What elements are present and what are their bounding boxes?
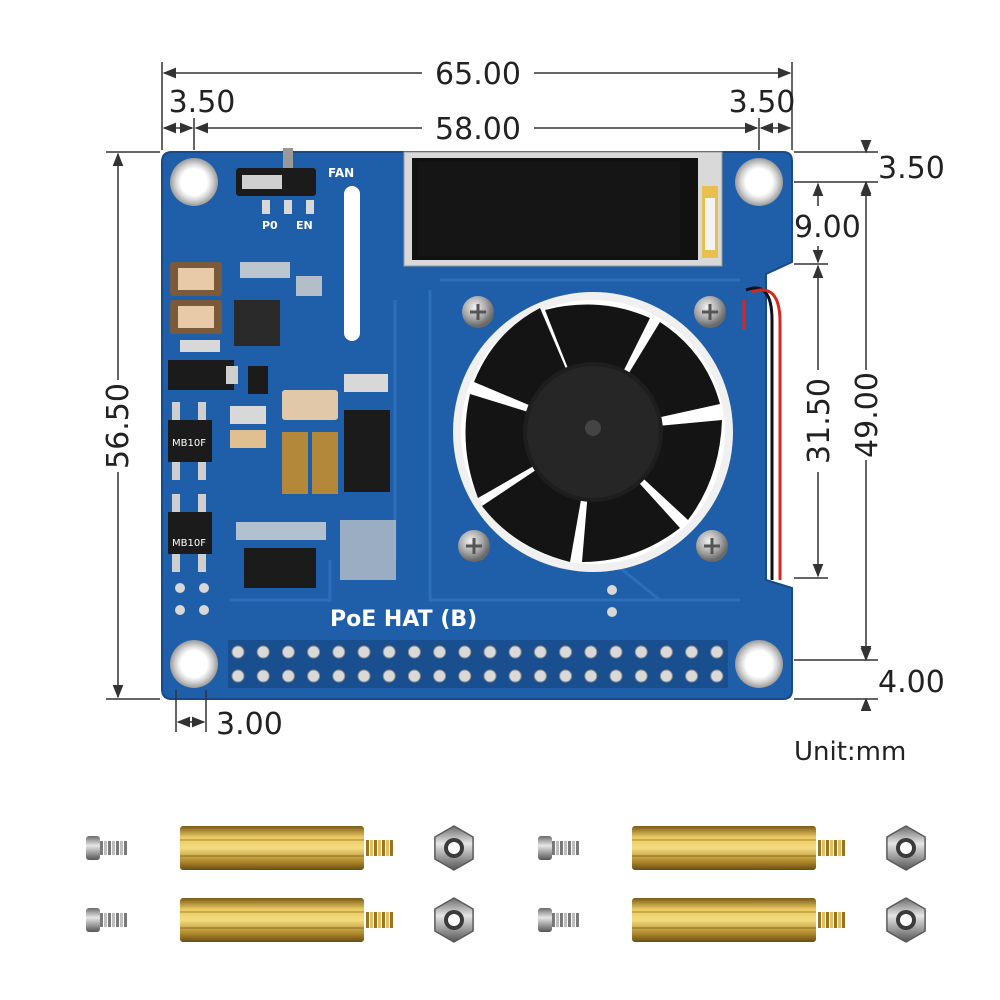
- gpio-pin: [357, 645, 371, 659]
- gpio-pin: [659, 645, 673, 659]
- dim-fan-cutout-height: 31.50: [802, 378, 837, 464]
- board-name: PoE HAT (B): [330, 607, 477, 632]
- bridge-rectifier-2: [168, 494, 212, 572]
- brass-standoff-icon: [632, 898, 845, 942]
- gpio-pin: [281, 669, 295, 683]
- gpio-pin: [609, 645, 623, 659]
- fan-screw-icon: [458, 296, 728, 562]
- gpio-pin: [307, 645, 321, 659]
- bridge-rectifier-1: [168, 402, 212, 480]
- gpio-pin: [433, 669, 447, 683]
- gpio-pin: [508, 669, 522, 683]
- dim-hole-spacing-height: 49.00: [850, 372, 885, 458]
- pin-label-en: EN: [296, 219, 313, 232]
- gpio-pin: [332, 645, 346, 659]
- gpio-pin: [357, 669, 371, 683]
- chip-label-1: MB10F: [172, 438, 206, 449]
- chip-label-2: MB10F: [172, 538, 206, 549]
- screw-icon: [538, 836, 579, 860]
- hex-nut-icon: [886, 825, 926, 871]
- gpio-pin: [533, 645, 547, 659]
- board-slot: [344, 186, 360, 341]
- gpio-pin: [281, 645, 295, 659]
- dim-hole-inset-left: 3.50: [169, 85, 236, 120]
- gpio-pin: [710, 669, 724, 683]
- gpio-pin: [483, 669, 497, 683]
- dim-oled-height: 9.00: [794, 210, 861, 245]
- mounting-hole-bottom-right: [735, 640, 783, 688]
- dim-overall-height: 56.50: [101, 383, 136, 469]
- hex-nut-icon: [434, 897, 474, 943]
- brass-standoff-icon: [632, 826, 845, 870]
- switch-label: FAN: [328, 166, 354, 180]
- dimension-lines: [106, 62, 878, 732]
- gpio-pin: [533, 669, 547, 683]
- gpio-pin: [584, 669, 598, 683]
- mounting-hole-top-right: [735, 158, 783, 206]
- brass-standoff-icon: [180, 898, 393, 942]
- gpio-pin: [559, 645, 573, 659]
- gpio-header: [228, 640, 728, 688]
- dim-hole-inset-bottom: 4.00: [878, 665, 945, 700]
- gpio-pin: [710, 645, 724, 659]
- screw-icon: [86, 836, 127, 860]
- hex-nut-icon: [886, 897, 926, 943]
- dim-hole-inset-right: 3.50: [729, 85, 796, 120]
- dim-overall-width: 65.00: [435, 57, 521, 92]
- oled-display: [403, 151, 723, 267]
- screw-icon: [538, 908, 579, 932]
- cooling-fan: [453, 292, 733, 572]
- gpio-pin: [382, 669, 396, 683]
- gpio-pin: [508, 645, 522, 659]
- gpio-pin: [458, 645, 472, 659]
- gpio-pin: [659, 669, 673, 683]
- left-components: [168, 262, 617, 617]
- gpio-pin: [407, 669, 421, 683]
- gpio-pin: [634, 669, 648, 683]
- gpio-pin: [256, 669, 270, 683]
- gpio-pin: [231, 669, 245, 683]
- gpio-pin: [433, 645, 447, 659]
- gpio-pin: [382, 645, 396, 659]
- gpio-pin: [407, 645, 421, 659]
- gpio-pin: [231, 645, 245, 659]
- gpio-pin: [256, 645, 270, 659]
- gpio-pin: [559, 669, 573, 683]
- gpio-pin: [307, 669, 321, 683]
- gpio-pin: [609, 669, 623, 683]
- brass-standoff-icon: [180, 826, 393, 870]
- mounting-hole-top-left: [170, 158, 218, 206]
- gpio-pin: [332, 669, 346, 683]
- gpio-header-base: [228, 640, 728, 688]
- accessories: [86, 825, 926, 943]
- gpio-pin: [685, 669, 699, 683]
- mounting-hole-bottom-left: [170, 640, 218, 688]
- unit-label: Unit:mm: [794, 737, 906, 767]
- gpio-pin: [458, 669, 472, 683]
- gpio-pin: [634, 645, 648, 659]
- gpio-pin: [584, 645, 598, 659]
- hex-nut-icon: [434, 825, 474, 871]
- gpio-pin: [685, 645, 699, 659]
- fan-wires: [742, 286, 782, 580]
- dim-hole-offset-bottom-left: 3.00: [216, 707, 283, 742]
- gpio-pin: [483, 645, 497, 659]
- screw-icon: [86, 908, 127, 932]
- fan-switch: [236, 148, 316, 214]
- dim-hole-inset-top: 3.50: [878, 151, 945, 186]
- pin-label-p0: P0: [262, 219, 278, 232]
- dim-hole-spacing-width: 58.00: [435, 112, 521, 147]
